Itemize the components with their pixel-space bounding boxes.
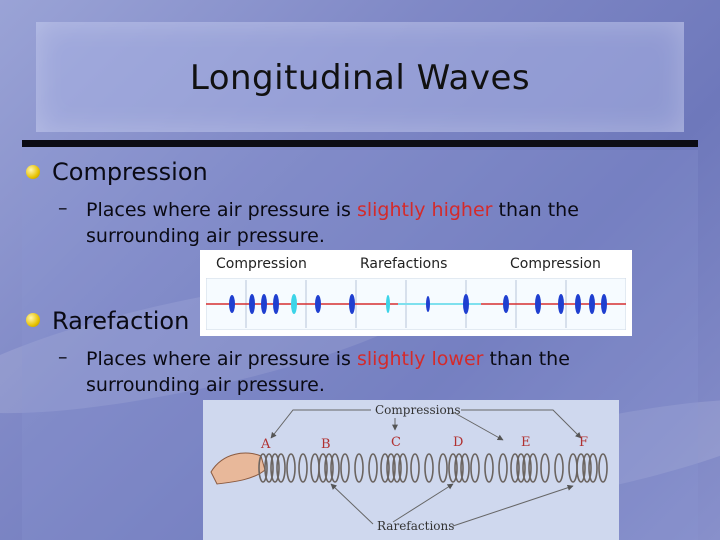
- slinky-coils: [258, 453, 608, 483]
- definition-text: surrounding air pressure.: [86, 374, 325, 396]
- bottom-label: Rarefactions: [377, 519, 454, 533]
- dash-marker: –: [58, 197, 68, 219]
- bullet-rarefaction-heading: Rarefaction: [52, 307, 190, 335]
- definition-text: than the: [492, 199, 579, 221]
- highlight-text: slightly higher: [356, 199, 493, 221]
- point-label: C: [391, 435, 401, 450]
- point-label: F: [579, 435, 588, 450]
- rarefaction-definition: Places where air pressure is slightly lo…: [86, 346, 570, 398]
- slide-title: Longitudinal Waves: [189, 58, 531, 98]
- slinky-wave-figure: Compressions Rarefactions A B C D E F: [203, 400, 619, 540]
- point-label: D: [453, 435, 463, 450]
- wave-particles-diagram: [206, 278, 626, 330]
- definition-text: Places where air pressure is: [86, 199, 357, 221]
- title-box: [36, 22, 684, 132]
- point-label: E: [521, 435, 531, 450]
- bullet-icon: [26, 165, 40, 179]
- point-label: B: [321, 437, 331, 452]
- compression-definition: Places where air pressure is slightly hi…: [86, 197, 579, 249]
- definition-text: Places where air pressure is: [86, 348, 357, 370]
- definition-text: surrounding air pressure.: [86, 225, 325, 247]
- top-label: Compressions: [375, 403, 461, 417]
- figure-label-compression: Compression: [216, 256, 307, 272]
- title-rule: [22, 140, 698, 147]
- bullet-compression-heading: Compression: [52, 158, 208, 186]
- highlight-text: slightly lower: [356, 348, 484, 370]
- slinky-diagram: Compressions Rarefactions A B C D E F: [210, 403, 608, 533]
- point-label: A: [260, 437, 271, 452]
- dash-marker: –: [58, 346, 68, 368]
- compression-rarefaction-figure: Compression Rarefactions Compression: [200, 250, 632, 336]
- figure-label-rarefactions: Rarefactions: [360, 256, 448, 272]
- definition-text: than the: [483, 348, 570, 370]
- bullet-icon: [26, 313, 40, 327]
- hand-icon: [210, 452, 266, 485]
- figure-label-compression-right: Compression: [510, 256, 601, 272]
